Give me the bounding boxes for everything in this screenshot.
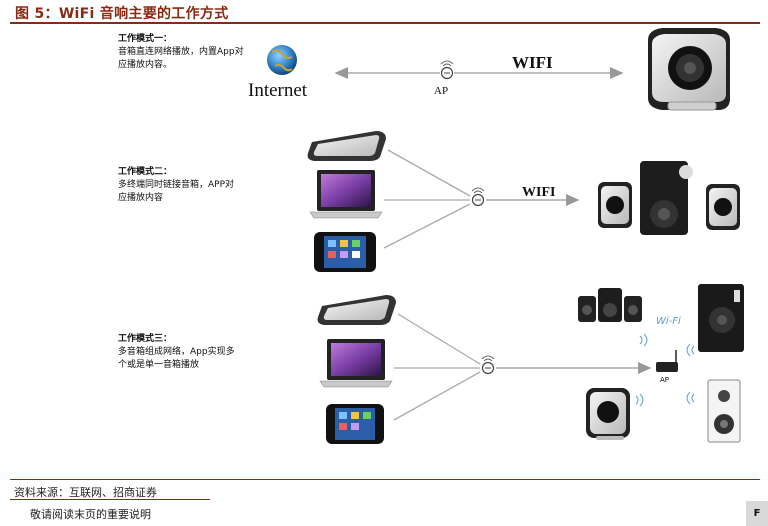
silver-speaker-icon [586,388,630,440]
speaker-set-icon [598,161,740,235]
tablet-icon [307,131,386,161]
link-phone-3 [393,371,481,421]
tower-speaker-icon [698,284,744,352]
bottom-divider [10,479,760,480]
laptop-icon-3 [319,339,393,388]
laptop-icon [309,170,383,219]
wifi-router-hub-icon [656,350,678,372]
internet-label: Internet [248,80,308,101]
mode-3-heading: 工作模式三： [118,334,173,344]
link-phone [383,203,471,249]
wifi-speaker-icon [648,28,730,111]
mini-speaker-set-icon [578,288,642,322]
wifi-label-3: Wi-Fi [656,316,681,327]
source-note: 资料来源：互联网、招商证券 [14,486,157,499]
wifi-label-1: WIFI [512,53,553,72]
wifi-speaker-diagram: Internet AP WIFI [248,28,744,444]
mode-2-diagram: WIFI [307,131,740,272]
ap-router-icon [440,60,454,80]
disclaimer-notice: 敬请阅读末页的重要说明 [30,508,151,521]
mode-1-description: 音箱直连网络播放，内置App对应播放内容。 [118,47,244,70]
wifi-waves-icon [635,333,695,407]
figure-title: 图 5：WiFi 音响主要的工作方式 [15,6,229,22]
top-divider [10,22,760,24]
white-speaker-icon [707,379,741,443]
mode-1-text: 工作模式一： 音箱直连网络播放，内置App对应播放内容。 [118,33,248,72]
ap-label-small: AP [660,376,669,384]
internet-globe-icon [267,45,297,75]
link-tablet [387,149,471,197]
mode-3-description: 多音箱组成网络，App实现多个或是单一音箱播放 [118,347,235,370]
mode-1-heading: 工作模式一： [118,34,173,44]
wifi-label-2: WIFI [522,185,555,200]
ap-label: AP [434,85,448,97]
mode-2-text: 工作模式二： 多终端同时链接音箱，APP对应播放内容 [118,166,238,205]
mode-3-text: 工作模式三： 多音箱组成网络，App实现多个或是单一音箱播放 [118,333,238,372]
phone-icon [314,232,376,272]
link-tablet-3 [397,313,481,365]
mode-1-diagram: Internet AP WIFI [248,28,730,111]
phone-icon-3 [326,404,384,444]
ap-router-icon-3 [481,355,495,375]
tablet-icon-3 [317,295,396,325]
mode-2-heading: 工作模式二： [118,167,173,177]
page-corner-tab: F [746,501,768,526]
ap-router-icon-2 [471,187,485,207]
mode-2-description: 多终端同时链接音箱，APP对应播放内容 [118,180,235,203]
mode-3-diagram: AP Wi-Fi [317,284,744,444]
source-underline [10,499,210,500]
